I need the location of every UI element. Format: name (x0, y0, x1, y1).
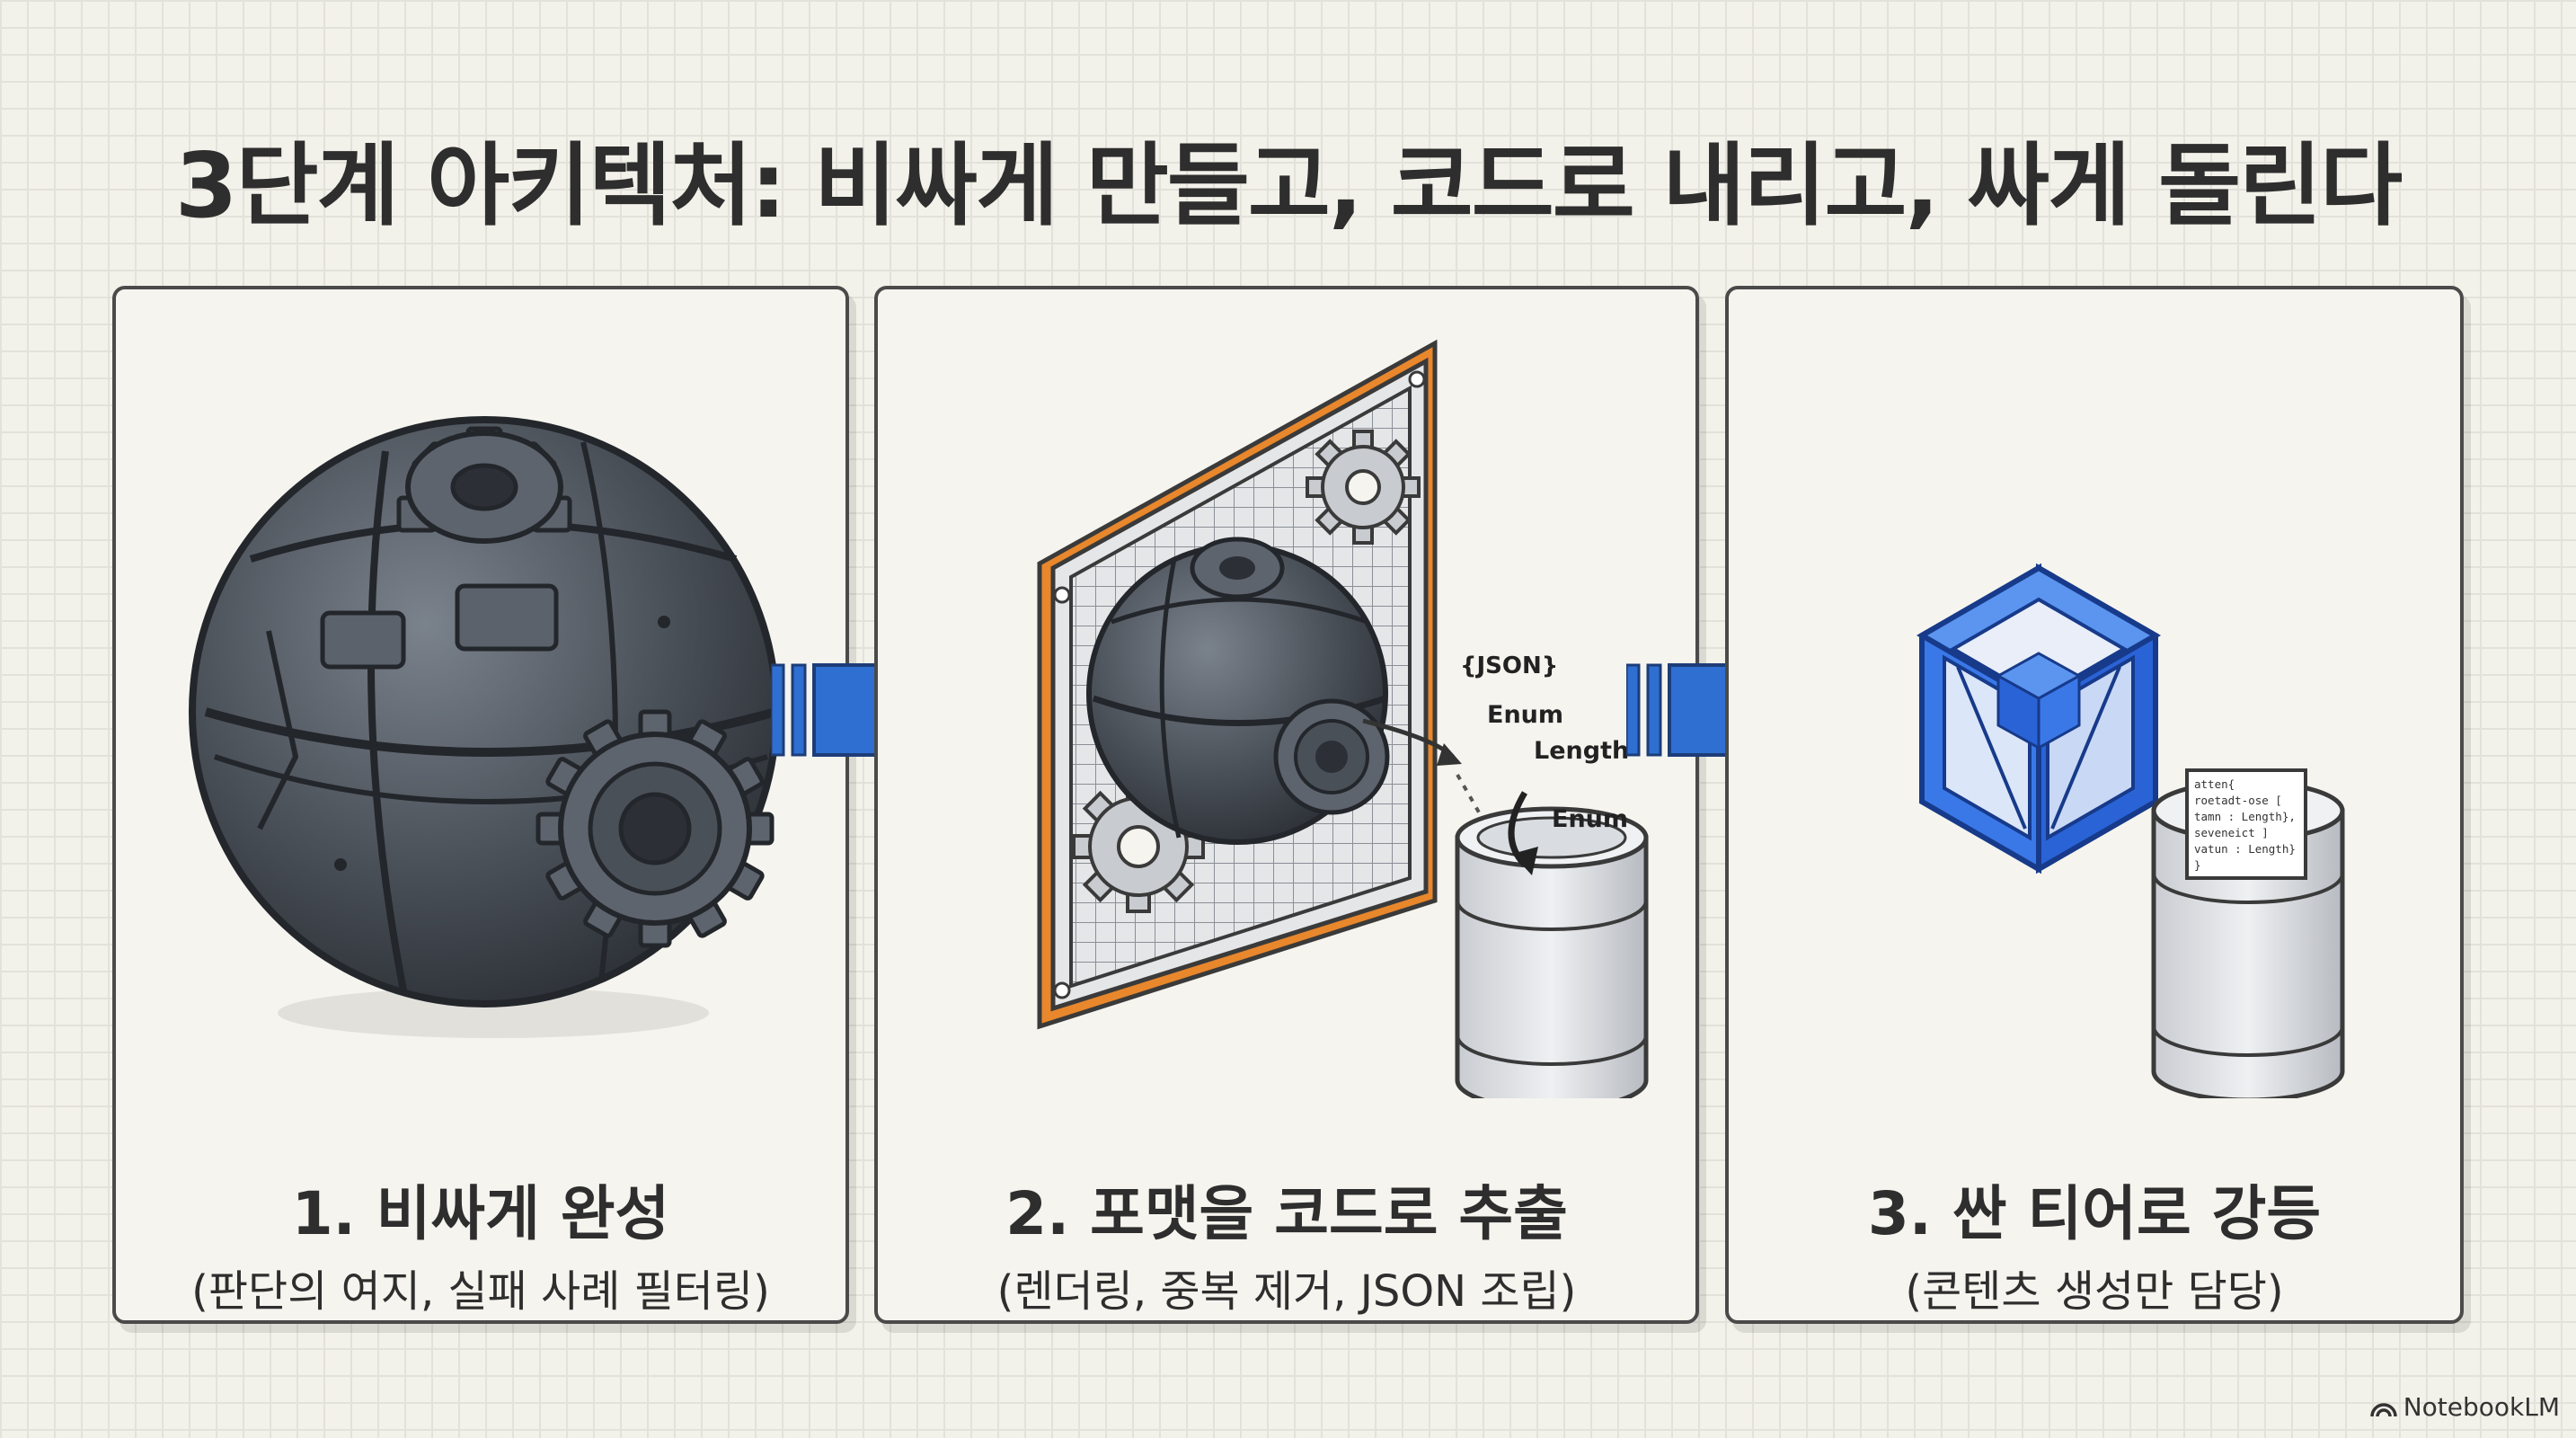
stage-title-1: 1. 비싸게 완성 (291, 1179, 670, 1248)
gear-icon (1306, 430, 1421, 545)
gear-sphere-icon (189, 416, 780, 1038)
stage-panel-3: atten{ roetadt-ose [ tamn : Length}, sev… (1725, 286, 2464, 1324)
stage-subtitle-3: (콘텐츠 생성만 담당) (1905, 1266, 2284, 1317)
document-icon (2185, 768, 2307, 880)
gear-sphere-icon (1086, 537, 1390, 845)
extraction-illustration (1037, 339, 1649, 1098)
stage-title-2: 2. 포맷을 코드로 추출 (1005, 1179, 1568, 1248)
brand-name: NotebookLM (2403, 1392, 2560, 1422)
stage-title-3: 3. 싼 티어로 강등 (1867, 1179, 2322, 1248)
brand: NotebookLM (2369, 1392, 2560, 1422)
label-enum-2: Enum (1552, 805, 1629, 833)
cylinder-icon (1455, 806, 1649, 1098)
stage-subtitle-2: (렌더링, 중복 제거, JSON 조립) (996, 1266, 1577, 1317)
label-json: {JSON} (1460, 652, 1559, 679)
stage-panel-2: {JSON} Enum Length Enum 2. 포맷을 코드로 추출 (렌… (874, 286, 1699, 1324)
notebooklm-logo-icon (2369, 1402, 2397, 1416)
page-title: 3단계 아키텍처: 비싸게 만들고, 코드로 내리고, 싸게 돌린다 (174, 133, 2403, 238)
cube-icon (1916, 563, 2162, 874)
stage-panel-1: 1. 비싸게 완성 (판단의 여지, 실패 사례 필터링) (112, 286, 849, 1324)
label-enum-1: Enum (1487, 701, 1564, 729)
document-text: atten{ roetadt-ose [ tamn : Length}, sev… (2194, 777, 2296, 872)
label-length: Length (1534, 737, 1630, 765)
stage-subtitle-1: (판단의 여지, 실패 사례 필터링) (191, 1266, 770, 1317)
cube-and-storage-illustration (1916, 563, 2345, 1098)
